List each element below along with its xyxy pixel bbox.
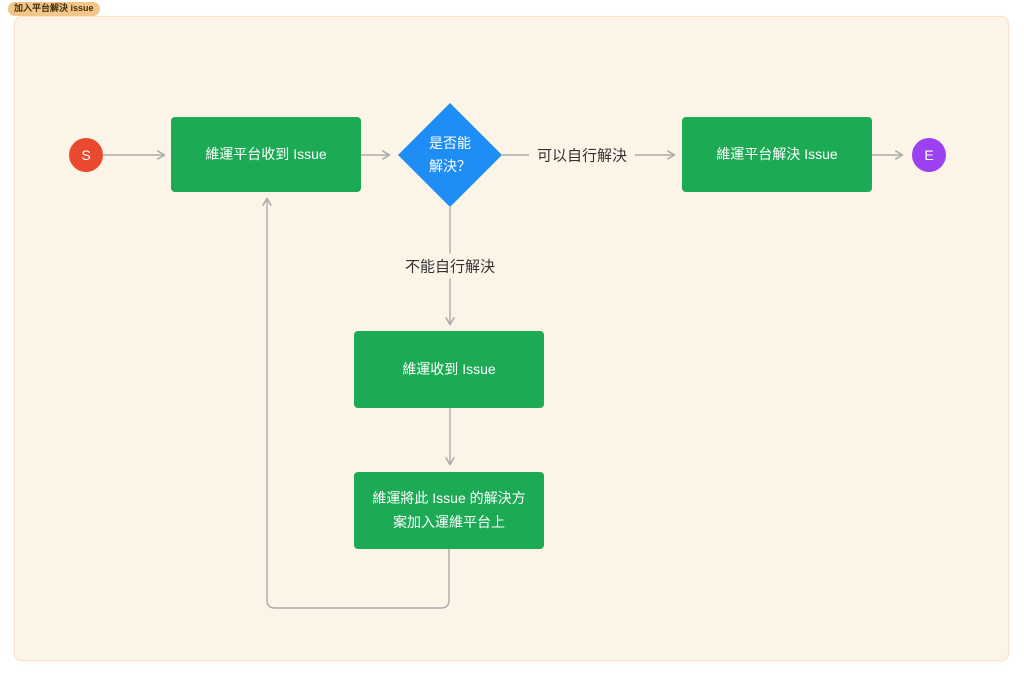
decision-text-line2: 解決？ <box>429 158 471 174</box>
edge-label-can-self-resolve: 可以自行解決 <box>528 142 636 168</box>
process-box-platform-receives-issue[interactable]: 維運平台收到 Issue <box>171 117 361 192</box>
edge-label-cannot-self-resolve: 不能自行解決 <box>396 253 504 279</box>
end-node[interactable]: E <box>912 138 946 172</box>
decision-node-can-resolve[interactable]: 是否能 解決？ <box>398 103 502 207</box>
process-box-ops-receives-issue[interactable]: 維運收到 Issue <box>354 331 544 408</box>
process-box-platform-resolves-issue[interactable]: 維運平台解決 Issue <box>682 117 872 192</box>
edge-box4-loop-to-box1 <box>262 197 450 609</box>
decision-diamond-shape[interactable] <box>398 103 502 207</box>
diagram-title-tag[interactable]: 加入平台解決 issue <box>8 2 100 16</box>
start-node[interactable]: S <box>69 138 103 172</box>
process-box-add-solution-to-platform[interactable]: 維運將此 Issue 的解決方案加入運維平台上 <box>354 472 544 549</box>
decision-text-line1: 是否能 <box>429 134 471 151</box>
